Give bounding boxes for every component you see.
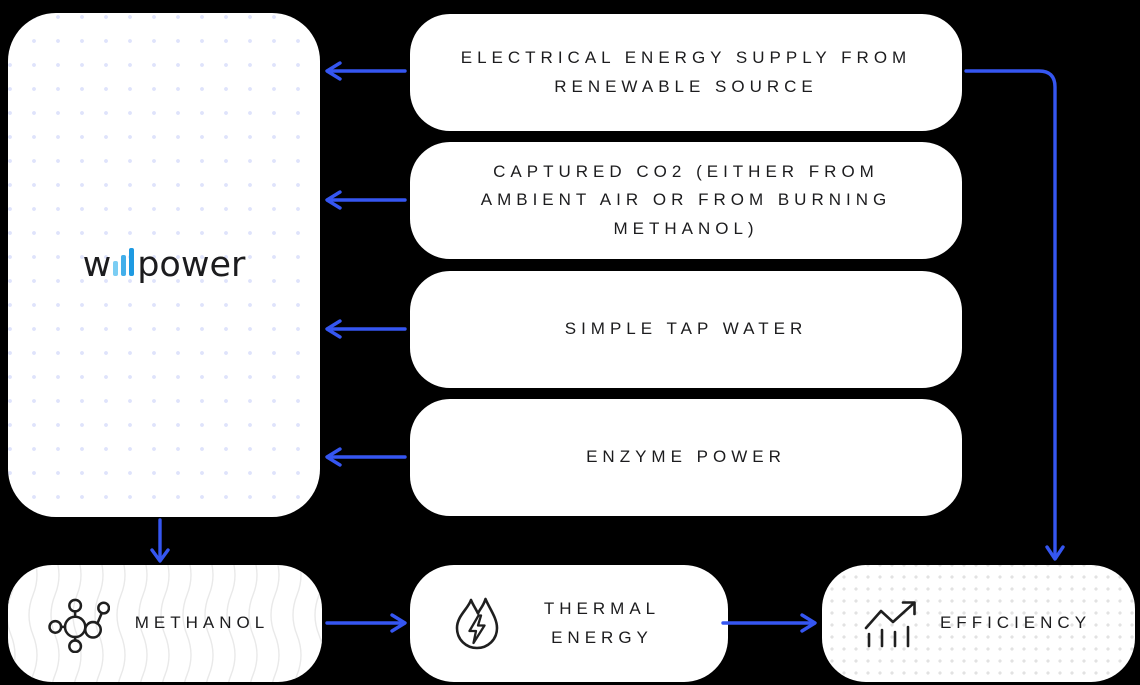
arrow-methanol-to-thermal — [325, 613, 407, 633]
input-box-tap-water: SIMPLE TAP WATER — [410, 271, 962, 388]
arrow-water-to-panel — [325, 319, 407, 339]
arrow-electrical-to-panel — [325, 61, 407, 81]
input-box-captured-co2: CAPTURED CO2 (EITHER FROM AMBIENT AIR OR… — [410, 142, 962, 259]
input-label: CAPTURED CO2 (EITHER FROM AMBIENT AIR OR… — [480, 162, 892, 238]
output-box-methanol: METHANOL — [8, 565, 322, 682]
arrow-thermal-to-efficiency — [721, 613, 817, 633]
output-label: THERMAL ENERGY — [543, 599, 661, 647]
logo-text-prefix: w — [82, 245, 112, 285]
arrow-enzyme-to-panel — [325, 447, 407, 467]
input-box-electrical-energy: ELECTRICAL ENERGY SUPPLY FROM RENEWABLE … — [410, 14, 962, 131]
growth-chart-icon — [862, 598, 924, 650]
output-box-efficiency: EFFICIENCY — [822, 565, 1135, 682]
input-box-enzyme-power: ENZYME POWER — [410, 399, 962, 516]
logo-text-suffix: power — [137, 245, 246, 285]
arrow-electrical-to-efficiency — [964, 69, 1065, 561]
willpower-logo: w power — [83, 245, 246, 285]
output-label: METHANOL — [134, 613, 270, 633]
signal-bars-icon — [113, 248, 135, 276]
arrow-co2-to-panel — [325, 190, 407, 210]
molecule-icon — [48, 595, 110, 653]
input-label: ELECTRICAL ENERGY SUPPLY FROM RENEWABLE … — [460, 48, 912, 96]
output-label: EFFICIENCY — [939, 613, 1092, 633]
output-box-thermal-energy: THERMAL ENERGY — [410, 565, 728, 682]
flame-lightning-icon — [450, 593, 504, 655]
willpower-panel: w power — [8, 13, 320, 517]
arrow-panel-to-methanol — [150, 518, 170, 563]
input-label: ENZYME POWER — [586, 447, 786, 467]
input-label: SIMPLE TAP WATER — [564, 319, 808, 339]
